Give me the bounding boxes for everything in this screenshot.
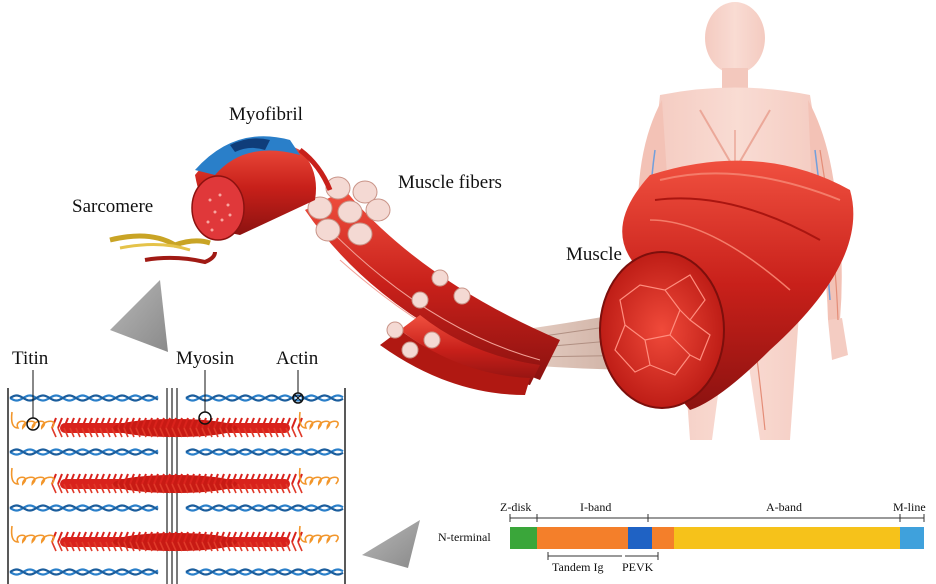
sarcomere-detail xyxy=(7,370,346,584)
right-arrow xyxy=(362,520,420,568)
titin-spring-right-2 xyxy=(298,525,339,545)
muscle-fibers-illustration xyxy=(305,176,560,395)
muscle-illustration xyxy=(520,160,854,410)
muscle-fibers-label: Muscle fibers xyxy=(398,172,502,193)
segment-z-disk xyxy=(510,527,537,549)
myofibril-illustration xyxy=(109,136,333,265)
actin-label: Actin xyxy=(276,348,319,369)
titin-spring-left-2 xyxy=(10,525,55,544)
actin-filament-right-3 xyxy=(185,568,344,576)
titin-spring-left-0 xyxy=(10,411,55,430)
segment-pevk xyxy=(628,527,652,549)
myofibril-label: Myofibril xyxy=(229,104,303,125)
i-band-label: I-band xyxy=(580,500,612,514)
actin-filament-left-3 xyxy=(9,568,159,576)
muscle-label: Muscle xyxy=(566,244,622,265)
n-terminal-label: N-terminal xyxy=(438,530,491,544)
actin-filament-right-2 xyxy=(185,504,344,512)
actin-filaments xyxy=(9,394,344,576)
myosin-filament-1 xyxy=(51,473,303,494)
titin-spring-left-1 xyxy=(10,467,55,486)
tandem-ig-label: Tandem Ig xyxy=(552,560,604,574)
down-left-arrow xyxy=(110,280,168,352)
actin-filament-right-0 xyxy=(185,394,344,402)
titin-spring-right-0 xyxy=(298,411,339,431)
a-band-label: A-band xyxy=(766,500,802,514)
actin-filament-right-1 xyxy=(185,448,344,456)
z-disk-label: Z-disk xyxy=(500,500,532,514)
sarcomere-label: Sarcomere xyxy=(72,196,154,217)
actin-filament-left-2 xyxy=(9,504,159,512)
actin-filament-left-1 xyxy=(9,448,159,456)
segment-a-band xyxy=(674,527,900,549)
myosin-filament-0 xyxy=(51,417,303,438)
actin-filament-left-0 xyxy=(9,394,159,402)
titin-spring-right-1 xyxy=(298,467,339,487)
m-line-label: M-line xyxy=(893,500,926,514)
myosin-filament-2 xyxy=(51,531,303,552)
segment-tandem-ig xyxy=(537,527,628,549)
myosin-filaments xyxy=(51,417,303,552)
segment-m-line xyxy=(900,527,924,549)
titin-label: Titin xyxy=(12,348,49,369)
titin-springs xyxy=(10,411,339,545)
segment-i-band-end xyxy=(652,527,674,549)
pevk-label: PEVK xyxy=(622,560,654,574)
titin-domain-bar xyxy=(509,514,925,560)
myosin-label: Myosin xyxy=(176,348,235,369)
